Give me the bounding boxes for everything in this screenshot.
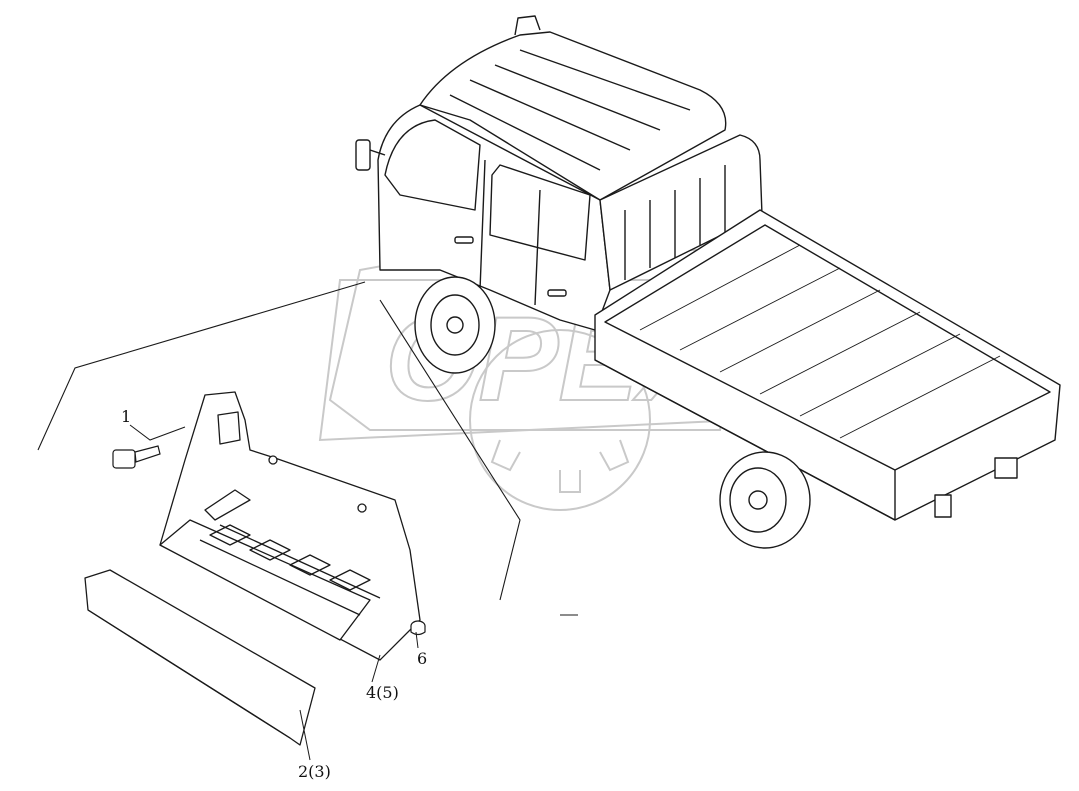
leader-lines <box>37 281 578 616</box>
cab-roof <box>419 31 727 201</box>
nut-6 <box>410 620 426 636</box>
truck <box>355 15 1061 549</box>
callout-label-4: 4(5) <box>366 683 399 702</box>
callout-leaders <box>129 424 419 761</box>
windshield <box>384 119 481 211</box>
callout-label-1: 1 <box>121 407 132 426</box>
bolt-1 <box>112 445 161 469</box>
step-cover <box>84 569 316 746</box>
callout-label-6: 6 <box>417 649 428 668</box>
head-rack <box>599 134 763 291</box>
step-bracket <box>159 391 421 661</box>
callout-label-2: 2(3) <box>298 762 331 781</box>
side-window-front <box>489 164 591 261</box>
mirror <box>355 139 371 171</box>
